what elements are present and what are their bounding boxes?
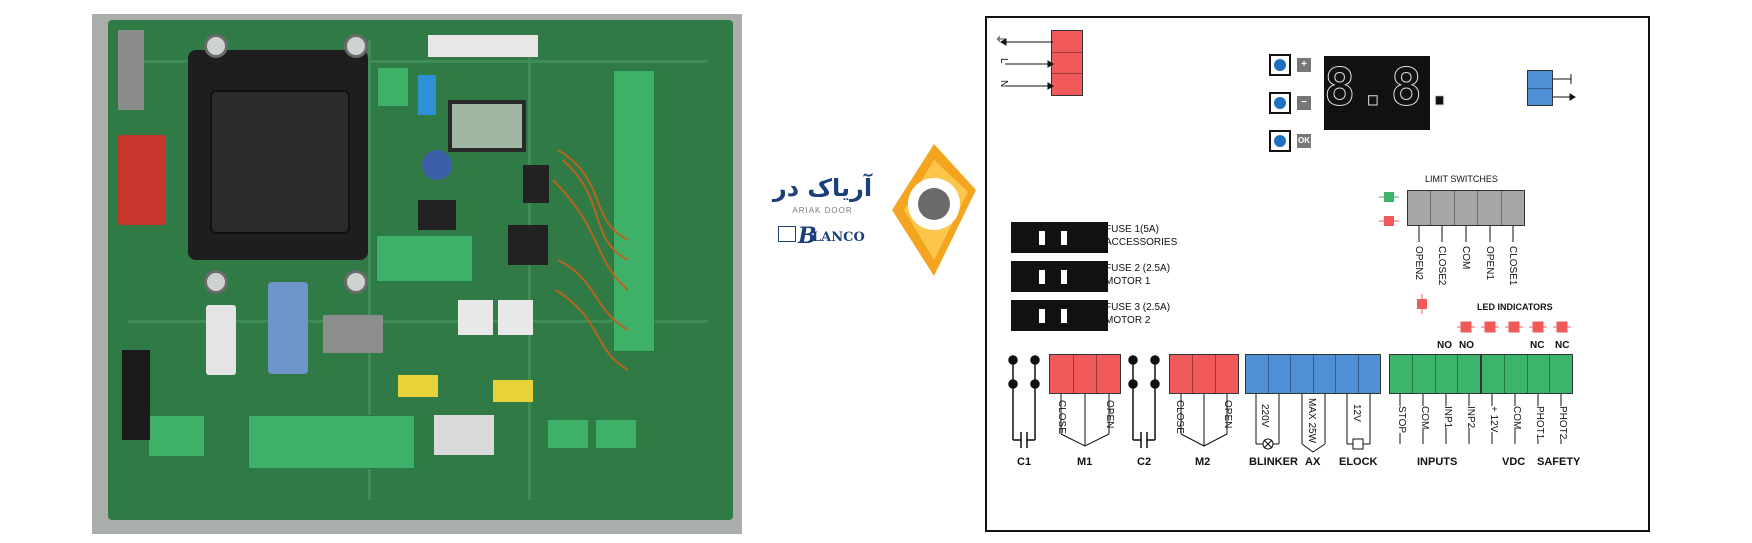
power-label-earth: ⏚ bbox=[994, 34, 1005, 44]
input-stop-label: STOP bbox=[1396, 406, 1407, 434]
led-status-4: NC bbox=[1555, 340, 1570, 351]
limit-switch-leads bbox=[1418, 226, 1514, 242]
input-com-label: COM bbox=[1419, 406, 1430, 430]
label-c2: C2 bbox=[1137, 456, 1152, 468]
m1-terminal bbox=[1049, 354, 1121, 394]
ariak-logo-mark bbox=[892, 144, 976, 276]
red-led-limit bbox=[1379, 216, 1399, 226]
power-label-l: L bbox=[998, 58, 1009, 64]
wiring-diagram: ⏚ L N + − OK 8.8. FUSE 1(5A) ACCESSORIES… bbox=[985, 16, 1650, 532]
fuse-2-line2: MOTOR 1 bbox=[1105, 276, 1151, 287]
right-terminal-arrows bbox=[1553, 74, 1576, 101]
label-elock: ELOCK bbox=[1339, 456, 1378, 468]
limit-pin-close1: CLOSE1 bbox=[1507, 246, 1518, 286]
display-value: 8.8. bbox=[1324, 58, 1458, 119]
green-led bbox=[1379, 192, 1399, 202]
limit-switch-terminal bbox=[1407, 190, 1525, 226]
seven-segment-display: 8.8. bbox=[1324, 56, 1458, 130]
limit-switches-title: LIMIT SWITCHES bbox=[1425, 174, 1498, 184]
transformer bbox=[188, 50, 368, 260]
ok-label: OK bbox=[1297, 134, 1311, 148]
safety-phot1-label: PHOT1 bbox=[1534, 406, 1545, 440]
right-blue-terminal bbox=[1527, 70, 1553, 106]
label-vdc: VDC bbox=[1502, 456, 1526, 468]
label-safety: SAFETY bbox=[1537, 456, 1581, 468]
aux-terminal bbox=[1245, 354, 1381, 394]
vdc-com-label: COM bbox=[1511, 406, 1522, 430]
input-inp2-label: INP2 bbox=[1465, 406, 1476, 429]
fuse-1 bbox=[1011, 222, 1108, 253]
led-status-1: NO bbox=[1437, 340, 1452, 351]
fuse-1-line1: FUSE 1(5A) bbox=[1105, 224, 1159, 235]
input-inp1-label: INP1 bbox=[1442, 406, 1453, 429]
led-indicator-row bbox=[1457, 321, 1571, 333]
ok-button bbox=[1269, 130, 1291, 152]
m1-open-label: OPEN bbox=[1104, 400, 1115, 429]
m2-close-label: CLOSE bbox=[1174, 400, 1185, 434]
led-status-2: NO bbox=[1459, 340, 1474, 351]
m2-leads bbox=[1180, 394, 1228, 447]
label-blinker: BLINKER bbox=[1249, 456, 1298, 468]
aux-12v-label: 12V bbox=[1351, 404, 1362, 422]
aux-220v-label: 220V bbox=[1259, 404, 1270, 428]
aux-max25w-label: MAX 25W bbox=[1306, 398, 1317, 444]
limit-pin-com: COM bbox=[1460, 246, 1471, 270]
vdc-safety-terminal bbox=[1481, 354, 1573, 394]
plus-button bbox=[1269, 54, 1291, 76]
fuse-3 bbox=[1011, 300, 1108, 331]
m1-leads bbox=[1060, 394, 1110, 447]
pcb-board bbox=[108, 20, 733, 520]
brand-name-en: ARIAK DOOR bbox=[792, 206, 853, 215]
label-m2: M2 bbox=[1195, 456, 1211, 468]
partner-name: LANCO bbox=[812, 230, 865, 245]
bottom-terminal-strip bbox=[248, 415, 415, 469]
fuse-3-line2: MOTOR 2 bbox=[1105, 315, 1151, 326]
minus-button bbox=[1269, 92, 1291, 114]
right-terminal-strip bbox=[613, 70, 655, 352]
red-capacitor bbox=[118, 135, 166, 225]
power-label-n: N bbox=[998, 80, 1009, 88]
fuse-3-line1: FUSE 3 (2.5A) bbox=[1105, 302, 1171, 313]
fuse-1-line2: ACCESSORIES bbox=[1105, 237, 1178, 248]
limit-pin-open2: OPEN2 bbox=[1413, 246, 1424, 280]
limit-pin-open1: OPEN1 bbox=[1484, 246, 1495, 280]
c1-capacitor bbox=[1008, 355, 1040, 448]
plus-label: + bbox=[1297, 58, 1311, 72]
m2-terminal bbox=[1169, 354, 1239, 394]
power-terminal bbox=[1051, 30, 1083, 96]
label-c1: C1 bbox=[1017, 456, 1032, 468]
label-m1: M1 bbox=[1077, 456, 1093, 468]
m1-close-label: CLOSE bbox=[1056, 400, 1067, 434]
limit-pin-close2: CLOSE2 bbox=[1436, 246, 1447, 286]
red-led-single bbox=[1417, 294, 1427, 314]
minus-label: − bbox=[1297, 96, 1311, 110]
partner-logo-b: B bbox=[798, 223, 817, 249]
brand-name-fa: آریاک در bbox=[772, 174, 873, 202]
aux-leads bbox=[1255, 394, 1371, 453]
power-wires bbox=[1000, 38, 1054, 90]
lcd-screen bbox=[448, 100, 526, 152]
label-inputs: INPUTS bbox=[1417, 456, 1458, 468]
fuse-2-line1: FUSE 2 (2.5A) bbox=[1105, 263, 1171, 274]
led-status-3: NC bbox=[1530, 340, 1545, 351]
label-ax: AX bbox=[1305, 456, 1321, 468]
led-indicators-title: LED INDICATORS bbox=[1477, 302, 1553, 312]
safety-phot2-label: PHOT2 bbox=[1557, 406, 1568, 440]
m2-open-label: OPEN bbox=[1222, 400, 1233, 429]
inputs-terminal bbox=[1389, 354, 1481, 394]
fuse-2 bbox=[1011, 261, 1108, 292]
c2-capacitor bbox=[1128, 355, 1160, 448]
vdc-12v-label: + 12V bbox=[1488, 406, 1499, 433]
logo: آریاک در ARIAK DOOR B LANCO bbox=[760, 140, 980, 280]
partner-logo-box bbox=[778, 226, 796, 242]
